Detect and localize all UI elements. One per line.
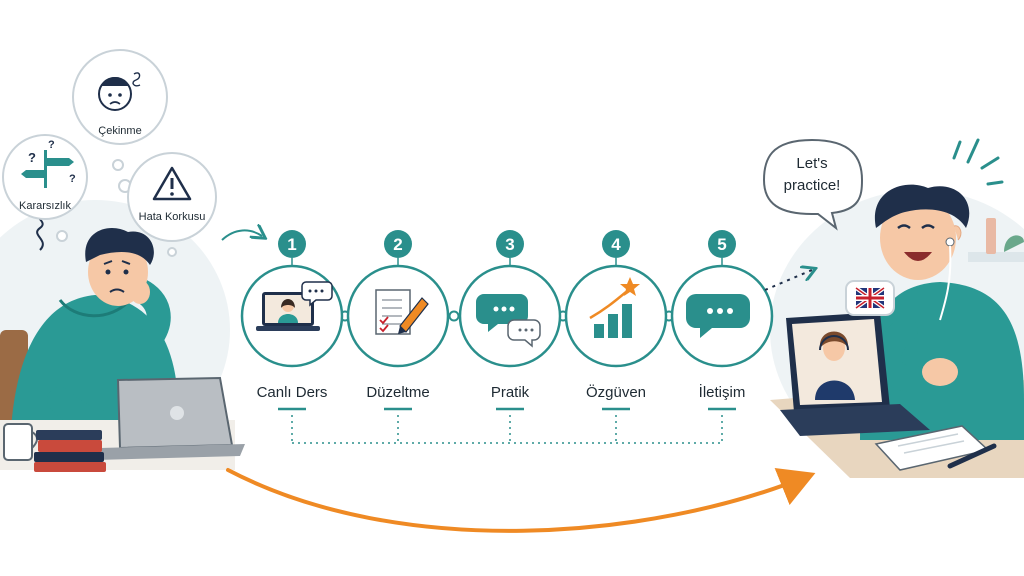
signpost-question-icon: ? ? ? bbox=[21, 139, 76, 188]
step-number: 1 bbox=[287, 235, 296, 254]
step-label: Özgüven bbox=[586, 383, 646, 401]
book-stack bbox=[34, 430, 106, 472]
entry-arrow bbox=[221, 230, 262, 241]
step-label: Canlı Ders bbox=[257, 384, 328, 401]
confident-student bbox=[860, 184, 1024, 440]
document-pencil-icon bbox=[375, 289, 429, 335]
worry-label: Kararsızlık bbox=[19, 200, 71, 212]
worry-bubble-cekinme: Çekinme bbox=[72, 49, 168, 145]
step-number-badge bbox=[496, 230, 524, 258]
progress-arc-arrow bbox=[226, 467, 816, 533]
warning-triangle-icon bbox=[152, 166, 192, 201]
step-connector-node bbox=[448, 310, 460, 322]
uk-flag-icon bbox=[854, 286, 886, 310]
svg-text:?: ? bbox=[48, 139, 55, 151]
step-label: Pratik bbox=[491, 384, 530, 401]
thought-dot bbox=[167, 247, 177, 257]
exit-arrow bbox=[764, 270, 812, 291]
step-number: 5 bbox=[717, 235, 726, 254]
online-teacher bbox=[815, 331, 855, 400]
growth-chart-star-icon bbox=[589, 277, 640, 338]
worried-face-icon bbox=[98, 72, 141, 111]
worry-bubble-hata-korkusu: Hata Korkusu bbox=[127, 152, 217, 242]
svg-text:?: ? bbox=[28, 150, 36, 165]
step-label: İletişim bbox=[699, 383, 746, 401]
shelf bbox=[968, 252, 1024, 262]
speech-line-1: Let's bbox=[796, 155, 827, 172]
left-laptop bbox=[96, 376, 245, 460]
uk-flag-bubble bbox=[845, 280, 895, 316]
speech-bubble: Let's practice! bbox=[762, 138, 864, 231]
step-number: 3 bbox=[505, 235, 514, 254]
pen bbox=[947, 443, 997, 469]
thought-dot bbox=[56, 230, 68, 242]
coffee-mug bbox=[3, 423, 38, 461]
plant bbox=[1004, 235, 1024, 252]
svg-text:?: ? bbox=[69, 173, 76, 185]
thought-dot bbox=[112, 159, 124, 171]
worry-bubble-kararsizlik: ? ? ? Kararsızlık bbox=[2, 134, 88, 220]
joy-sparkle-lines bbox=[952, 138, 1004, 186]
step-number: 2 bbox=[393, 235, 402, 254]
candle bbox=[986, 218, 996, 254]
video-call-icon bbox=[256, 281, 333, 331]
worry-label: Çekinme bbox=[98, 125, 141, 137]
step-number: 4 bbox=[611, 235, 621, 254]
step-number-badge bbox=[708, 230, 736, 258]
speech-bubble-icon bbox=[686, 294, 750, 338]
step-number-badge bbox=[602, 230, 630, 258]
chat-bubbles-icon bbox=[476, 294, 541, 348]
speech-line-2: practice! bbox=[784, 177, 841, 194]
step-label: Düzeltme bbox=[366, 384, 429, 401]
worry-label: Hata Korkusu bbox=[139, 211, 206, 223]
step-number-badge bbox=[278, 230, 306, 258]
step-number-badge bbox=[384, 230, 412, 258]
right-laptop bbox=[780, 312, 930, 436]
